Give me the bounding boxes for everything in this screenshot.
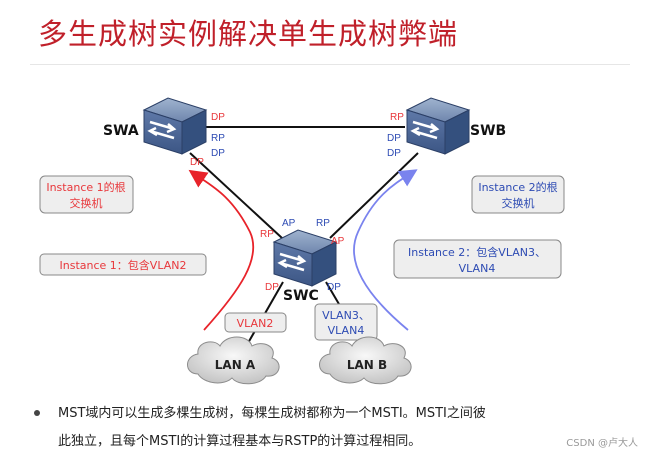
instance2-vlan-line1: Instance 2：包含VLAN3、 [408, 245, 546, 259]
swb-port-rp: RP [390, 112, 404, 123]
explanation-bullet: MST域内可以生成多棵生成树，每棵生成树都称为一个MSTI。MSTI之间彼 此独… [34, 400, 629, 456]
swb-port-dp-low: DP [387, 148, 401, 159]
vlan34-line2: VLAN4 [328, 324, 365, 337]
swc-switch-icon [272, 228, 338, 288]
swb-switch-icon [405, 96, 471, 156]
vlan34-line1: VLAN3、 [322, 309, 370, 322]
bullet-line-1: MST域内可以生成多棵生成树，每棵生成树都称为一个MSTI。MSTI之间彼 [58, 406, 486, 421]
swc-port-dp-bottom-right: DP [327, 282, 341, 293]
instance2-vlan-callout: Instance 2：包含VLAN3、 VLAN4 [393, 239, 562, 279]
bullet-dot-icon [34, 410, 40, 416]
swc-port-rp-right: RP [316, 218, 330, 229]
instance2-root-line1: Instance 2的根 [478, 180, 557, 194]
swc-port-rp-left: RP [260, 229, 274, 240]
swa-port-dp-top: DP [211, 112, 225, 123]
lan-b-label: LAN B [347, 358, 387, 372]
csdn-watermark: CSDN @卢大人 [566, 438, 638, 449]
swc-port-ap-left: AP [282, 218, 296, 229]
instance2-traffic-arrow [353, 169, 418, 331]
vlan2-text: VLAN2 [237, 317, 274, 330]
instance1-vlan-text: Instance 1：包含VLAN2 [60, 258, 187, 272]
bullet-line-2: 此独立，且每个MSTI的计算过程基本与RSTP的计算过程相同。 [58, 434, 422, 449]
vlan2-callout: VLAN2 [224, 312, 287, 333]
lan-a-label: LAN A [215, 358, 256, 372]
swa-port-dp-bottom: DP [190, 157, 204, 168]
swb-port-dp-mid: DP [387, 133, 401, 144]
instance1-root-callout: Instance 1的根 交换机 [39, 175, 134, 214]
swc-port-ap-right: AP [331, 236, 345, 247]
swa-port-rp: RP [211, 133, 225, 144]
swa-switch-icon [142, 96, 208, 156]
swc-label: SWC [283, 288, 319, 304]
instance1-traffic-arrow [188, 169, 255, 331]
swa-port-dp-mid: DP [211, 148, 225, 159]
instance2-vlan-line2: VLAN4 [459, 262, 496, 275]
swa-label: SWA [103, 123, 139, 139]
swb-label: SWB [470, 123, 506, 139]
swc-port-dp-bottom-left: DP [265, 282, 279, 293]
instance1-root-line1: Instance 1的根 [46, 180, 125, 194]
instance1-root-line2: 交换机 [70, 196, 103, 210]
mstp-topology-diagram: SWA SWB SWC DP RP DP DP RP DP DP AP RP R… [39, 96, 565, 385]
instance1-vlan-callout: Instance 1：包含VLAN2 [39, 253, 207, 276]
link-swa-swc [189, 152, 283, 239]
title-divider [30, 64, 630, 65]
lan-a-cloud-icon: LAN A [187, 336, 280, 385]
lan-b-cloud-icon: LAN B [319, 336, 412, 385]
vlan34-callout: VLAN3、 VLAN4 [314, 303, 378, 341]
instance2-root-callout: Instance 2的根 交换机 [471, 175, 565, 214]
instance2-root-line2: 交换机 [502, 196, 535, 210]
page-title: 多生成树实例解决单生成树弊端 [38, 17, 459, 51]
link-swb-swc [329, 152, 419, 239]
